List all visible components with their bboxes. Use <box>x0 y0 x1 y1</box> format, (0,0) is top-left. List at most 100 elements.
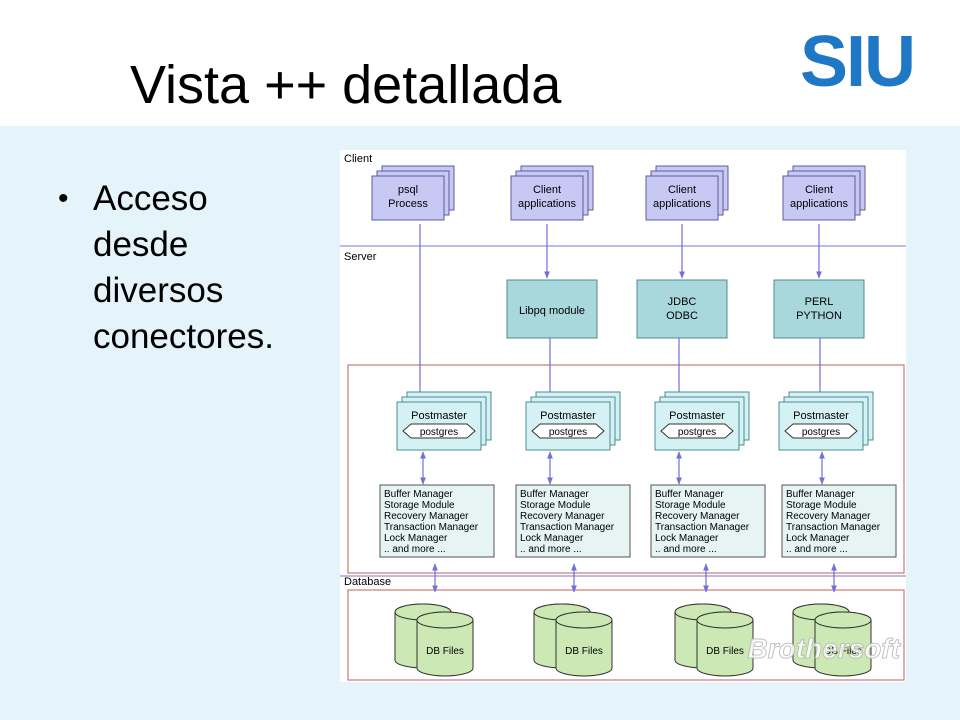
postgres-label: postgres <box>420 427 458 438</box>
svg-text:SIU: SIU <box>800 28 914 94</box>
bullet-line: Acceso <box>93 179 208 218</box>
postgres-label: postgres <box>678 427 716 438</box>
db-files-label: DB Files <box>706 646 744 657</box>
db-files-label: DB Files <box>565 646 603 657</box>
bullet-line: conectores. <box>93 317 274 356</box>
db-files-label: DB Files <box>426 646 464 657</box>
database-frame <box>347 589 905 681</box>
postgres-label: postgres <box>549 427 587 438</box>
db-cylinder-front-top <box>555 611 613 629</box>
module-label: Storage Module <box>520 500 591 511</box>
driver-box: PERL PYTHON <box>773 279 865 339</box>
postgres-hexagon <box>402 423 476 439</box>
section-label-client: Client <box>344 153 372 165</box>
client-box: Client applications <box>782 165 866 221</box>
driver-label: Libpq module <box>519 305 585 317</box>
postmaster-stack: Postmaster postgres <box>778 391 874 451</box>
module-label: Buffer Manager <box>520 489 589 500</box>
module-label: .. and more ... <box>520 544 582 555</box>
module-label: .. and more ... <box>786 544 848 555</box>
client-box: Client applications <box>645 165 729 221</box>
client-label: Client <box>805 184 833 196</box>
db-files: DB Files <box>533 603 613 677</box>
client-label: psql <box>398 184 418 196</box>
module-label: Lock Manager <box>786 533 850 544</box>
module-label: Storage Module <box>384 500 455 511</box>
module-label: Recovery Manager <box>655 511 740 522</box>
module-label: .. and more ... <box>655 544 717 555</box>
module-label: Lock Manager <box>520 533 584 544</box>
modules-box-rect <box>781 484 897 558</box>
postgres-label: postgres <box>802 427 840 438</box>
driver-box-rect <box>636 279 728 339</box>
section-label-database: Database <box>344 576 391 588</box>
db-files: DB Files <box>792 603 872 677</box>
module-label: Lock Manager <box>655 533 719 544</box>
module-label: Buffer Manager <box>655 489 724 500</box>
client-box: Client applications <box>510 165 594 221</box>
modules-box-rect <box>379 484 495 558</box>
postgres-hexagon <box>660 423 734 439</box>
postmaster-label: Postmaster <box>411 410 467 422</box>
siu-logo: SIU <box>800 28 916 94</box>
client-box-layer <box>645 175 719 221</box>
module-label: Storage Module <box>655 500 726 511</box>
slide-title: Vista ++ detallada <box>130 55 562 115</box>
module-label: Transaction Manager <box>384 522 479 533</box>
client-box-layer <box>782 175 856 221</box>
bullet-line: desde <box>93 225 189 264</box>
module-label: Storage Module <box>786 500 857 511</box>
watermark: Brothersoft <box>748 633 902 664</box>
client-label: applications <box>790 198 849 210</box>
modules-box-rect <box>515 484 631 558</box>
driver-label: PYTHON <box>796 310 842 322</box>
postmaster-label: Postmaster <box>793 410 849 422</box>
module-label: Transaction Manager <box>655 522 750 533</box>
backend-frame <box>347 364 905 574</box>
driver-box-rect <box>773 279 865 339</box>
driver-box: Libpq module <box>506 279 598 339</box>
section-label-server: Server <box>344 251 377 263</box>
driver-label: JDBC <box>668 296 697 308</box>
db-files: DB Files <box>674 603 754 677</box>
bullet-line: diversos <box>93 271 224 310</box>
client-label: applications <box>518 198 577 210</box>
driver-box-rect <box>506 279 598 339</box>
client-label: Client <box>533 184 561 196</box>
module-label: Buffer Manager <box>786 489 855 500</box>
architecture-diagram: ClientServerDatabasepsqlProcessClientapp… <box>340 150 906 682</box>
module-label: Lock Manager <box>384 533 448 544</box>
postgres-hexagon <box>531 423 605 439</box>
postmaster-stack: Postmaster postgres <box>654 391 750 451</box>
bullet-list: Acceso desde diversos conectores. <box>58 176 318 360</box>
client-label: applications <box>653 198 712 210</box>
client-box-layer <box>371 175 445 221</box>
postmaster-stack: Postmaster postgres <box>525 391 621 451</box>
client-box-layer <box>510 175 584 221</box>
module-label: Recovery Manager <box>520 511 605 522</box>
module-label: Recovery Manager <box>384 511 469 522</box>
postmaster-stack: Postmaster postgres <box>396 391 492 451</box>
driver-label: ODBC <box>666 310 698 322</box>
postmaster-label: Postmaster <box>669 410 725 422</box>
client-label: Client <box>668 184 696 196</box>
driver-label: PERL <box>805 296 834 308</box>
db-cylinder-front-top <box>814 611 872 629</box>
modules-box-rect <box>650 484 766 558</box>
client-label: Process <box>388 198 428 210</box>
postgres-hexagon <box>784 423 858 439</box>
postmaster-label: Postmaster <box>540 410 596 422</box>
db-cylinder-front-top <box>696 611 754 629</box>
bullet-item: Acceso desde diversos conectores. <box>58 176 318 360</box>
module-label: Transaction Manager <box>786 522 881 533</box>
module-label: Buffer Manager <box>384 489 453 500</box>
module-label: .. and more ... <box>384 544 446 555</box>
db-files-label: DB Files <box>824 646 862 657</box>
db-cylinder-front-top <box>416 611 474 629</box>
driver-box: JDBC ODBC <box>636 279 728 339</box>
